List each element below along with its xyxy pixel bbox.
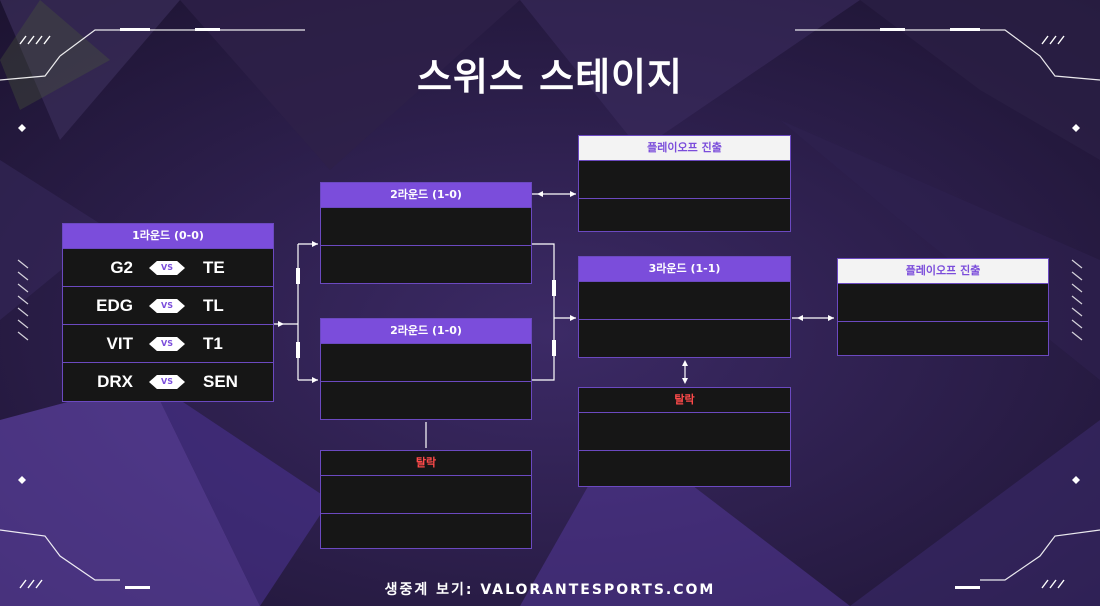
match-slot (321, 245, 531, 283)
eliminated-box-2: 탈락 (578, 387, 791, 487)
match-slot (579, 281, 790, 319)
playoff-box-1: 플레이오프 진출 (578, 135, 791, 232)
round2-lower-label: 2라운드 (1-0) (321, 319, 531, 343)
round3-box: 3라운드 (1-1) (578, 256, 791, 358)
team-slot (838, 321, 1048, 359)
match-slot (579, 319, 790, 357)
match-row: EDG VS TL (63, 286, 273, 324)
team-b: SEN (203, 372, 238, 391)
match-slot (321, 381, 531, 419)
round2-upper-label: 2라운드 (1-0) (321, 183, 531, 207)
vs-badge: VS (149, 261, 185, 275)
eliminated-box-1: 탈락 (320, 450, 532, 549)
team-a: EDG (96, 296, 133, 315)
playoff-label-2: 플레이오프 진출 (838, 259, 1048, 283)
playoff-label-1: 플레이오프 진출 (579, 136, 790, 160)
team-slot (321, 513, 531, 551)
vs-badge: VS (149, 299, 185, 313)
eliminated-label-1: 탈락 (321, 451, 531, 475)
team-slot (579, 160, 790, 198)
vs-badge: VS (149, 375, 185, 389)
eliminated-label-2: 탈락 (579, 388, 790, 412)
round1-label: 1라운드 (0-0) (63, 224, 273, 248)
playoff-box-2: 플레이오프 진출 (837, 258, 1049, 356)
team-a: DRX (97, 372, 133, 391)
team-slot (838, 283, 1048, 321)
footer-link-text: 생중계 보기: VALORANTESPORTS.COM (384, 582, 716, 598)
round3-label: 3라운드 (1-1) (579, 257, 790, 281)
team-b: TE (203, 258, 225, 277)
match-slot (321, 343, 531, 381)
team-slot (321, 475, 531, 513)
page-title: 스위스 스테이지 (417, 55, 683, 99)
match-slot (321, 207, 531, 245)
team-slot (579, 198, 790, 236)
team-slot (579, 450, 790, 488)
team-b: TL (203, 296, 224, 315)
team-a: G2 (110, 258, 133, 277)
round1-box: 1라운드 (0-0) G2 VS TE EDG VS TL VIT VS T1 … (62, 223, 274, 402)
match-row: VIT VS T1 (63, 324, 273, 362)
vs-badge: VS (149, 337, 185, 351)
team-b: T1 (203, 334, 223, 353)
match-row: DRX VS SEN (63, 362, 273, 400)
team-a: VIT (106, 334, 133, 353)
round2-lower-box: 2라운드 (1-0) (320, 318, 532, 420)
round2-upper-box: 2라운드 (1-0) (320, 182, 532, 284)
match-row: G2 VS TE (63, 248, 273, 286)
team-slot (579, 412, 790, 450)
